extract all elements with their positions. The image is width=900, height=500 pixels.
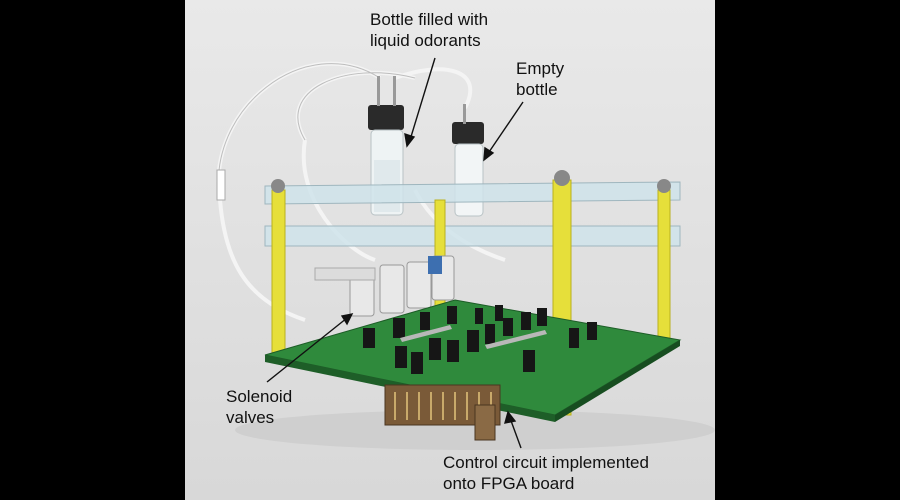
annotation-arrows: [266, 57, 524, 449]
device-photo: [185, 0, 715, 500]
solenoid-valves: [314, 255, 455, 317]
device-illustration: [185, 0, 715, 500]
pin-headers: [400, 325, 547, 349]
acrylic-plates: [264, 181, 681, 247]
label-control-circuit: Control circuit implemented onto FPGA bo…: [443, 453, 649, 493]
fpga-connector: [384, 384, 501, 441]
label-empty-bottle: Empty bottle: [516, 59, 565, 99]
label-filled-bottle: Bottle filled with liquid odorants: [370, 10, 489, 50]
label-solenoid-valves: Solenoid valves: [226, 387, 293, 427]
pcb-components: [363, 305, 597, 374]
